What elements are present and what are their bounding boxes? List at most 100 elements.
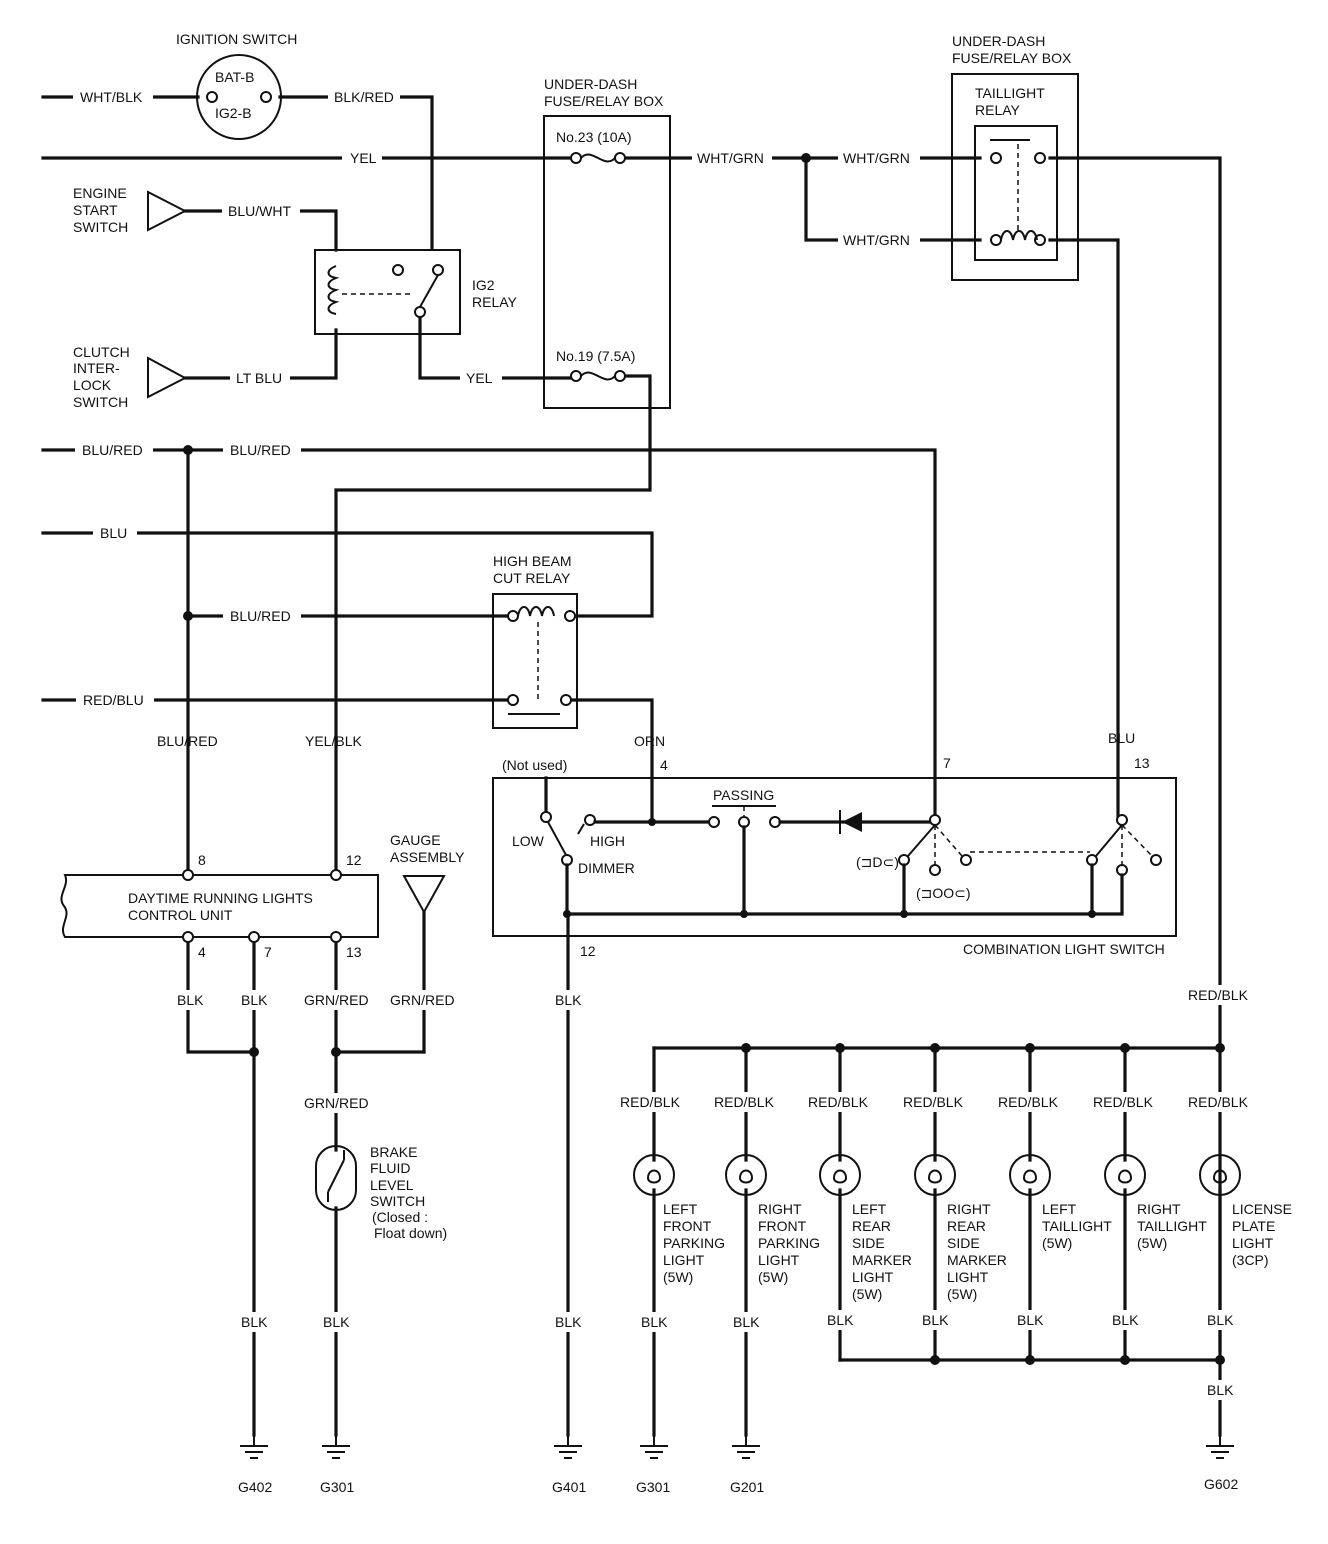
wire-label-blu-red: BLU/RED (230, 608, 291, 624)
wire-label-red-blk: RED/BLK (1093, 1094, 1154, 1110)
light-label: SIDE (947, 1235, 980, 1251)
bulb-icon (633, 1154, 675, 1196)
wire-label-grn-red: GRN/RED (304, 1095, 369, 1111)
wire-label-red-blk: RED/BLK (1188, 1094, 1249, 1110)
light-label: LIGHT (947, 1269, 989, 1285)
brake-switch-label: Float down) (374, 1225, 447, 1241)
light-label: PLATE (1232, 1218, 1275, 1234)
wire-label-wht-grn: WHT/GRN (843, 232, 910, 248)
right-rear-side-marker-light: RIGHT REAR SIDE MARKER LIGHT (5W) (914, 1154, 1007, 1302)
fuse-23-label: No.23 (10A) (556, 129, 631, 145)
ground-g301: G301 (636, 1435, 670, 1495)
wire-label-wht-grn: WHT/GRN (843, 150, 910, 166)
light-label: SIDE (852, 1235, 885, 1251)
wire-label-yel-blk: YEL/BLK (305, 733, 362, 749)
fuse-relay-box-left: UNDER-DASH FUSE/RELAY BOX No.23 (10A) No… (543, 76, 671, 409)
grounds: G402 G301 G401 G301 G201 G602 (238, 1435, 1238, 1495)
wire-label-blu-red: BLU/RED (157, 733, 218, 749)
wire-label-blk: BLK (1017, 1312, 1044, 1328)
wire-label-red-blk: RED/BLK (903, 1094, 964, 1110)
wire-label-blk: BLK (1207, 1312, 1234, 1328)
ground-icon (554, 1435, 582, 1459)
clutch-label: SWITCH (73, 394, 128, 410)
switch-triangle-icon (147, 190, 188, 232)
ground-icon (322, 1435, 350, 1459)
light-label: LIGHT (758, 1252, 800, 1268)
ground-icon (640, 1435, 668, 1459)
ground-icon (240, 1435, 268, 1459)
bulb-icon (914, 1154, 956, 1196)
junctions (183, 153, 1225, 1365)
brake-switch-label: FLUID (370, 1160, 410, 1176)
wire-label-wht-blk: WHT/BLK (80, 89, 143, 105)
wire-label-blk: BLK (177, 992, 204, 1008)
wire-label-blk: BLK (641, 1314, 668, 1330)
light-label: MARKER (852, 1252, 912, 1268)
pin-7-label: 7 (943, 755, 951, 771)
wire-label-wht-grn: WHT/GRN (697, 150, 764, 166)
right-front-parking-light: RIGHT FRONT PARKING LIGHT (5W) (725, 1154, 820, 1285)
high-beam-relay-label: CUT RELAY (493, 570, 571, 586)
light-label: FRONT (663, 1218, 712, 1234)
ignition-bat-label: BAT-B (215, 69, 254, 85)
wire-label-blk: BLK (323, 1314, 350, 1330)
light-label: LEFT (1042, 1201, 1077, 1217)
low-label: LOW (512, 833, 545, 849)
license-plate-light: LICENSE PLATE LIGHT (3CP) (1199, 1154, 1292, 1268)
wire-label-blk: BLK (827, 1312, 854, 1328)
pin-12-label: 12 (580, 943, 596, 959)
left-rear-side-marker-light: LEFT REAR SIDE MARKER LIGHT (5W) (819, 1154, 912, 1302)
not-used-label: (Not used) (502, 757, 567, 773)
drl-unit-name: DAYTIME RUNNING LIGHTS (128, 890, 313, 906)
wire-label-blu: BLU (1108, 730, 1135, 746)
wire-label-yel: YEL (466, 370, 493, 386)
light-label: (5W) (852, 1286, 882, 1302)
fuse-icon (580, 371, 616, 381)
bulb-icon (1104, 1154, 1146, 1196)
wire-label-blk: BLK (241, 1314, 268, 1330)
wire-label-red-blk: RED/BLK (1188, 987, 1249, 1003)
clutch-interlock-switch: CLUTCH INTER- LOCK SWITCH (73, 344, 188, 410)
wire-label-red-blk: RED/BLK (620, 1094, 681, 1110)
gauge-assembly: GAUGE ASSEMBLY (390, 832, 465, 915)
combination-light-switch: COMBINATION LIGHT SWITCH (Not used) 4 7 … (492, 755, 1177, 959)
wire-label-blu-wht: BLU/WHT (228, 203, 291, 219)
fuse-box-title: FUSE/RELAY BOX (952, 50, 1072, 66)
drl-pin-7: 7 (264, 944, 272, 960)
bulb-icon (819, 1154, 861, 1196)
light-label: (5W) (947, 1286, 977, 1302)
relay-coil-icon (517, 606, 555, 617)
light-label: (5W) (1042, 1235, 1072, 1251)
light-label: RIGHT (947, 1201, 991, 1217)
gauge-label: GAUGE (390, 832, 441, 848)
drl-pin-12: 12 (346, 852, 362, 868)
light-label: (5W) (663, 1269, 693, 1285)
wire-label-grn-red: GRN/RED (304, 992, 369, 1008)
drl-pin-8: 8 (198, 852, 206, 868)
ground-g402: G402 (238, 1435, 272, 1495)
brake-switch-label: LEVEL (370, 1177, 414, 1193)
passing-label: PASSING (713, 787, 774, 803)
ground-icon (1206, 1435, 1234, 1459)
dimmer-label: DIMMER (578, 860, 635, 876)
right-taillight: RIGHT TAILLIGHT (5W) (1104, 1154, 1207, 1251)
brake-fluid-switch: BRAKE FLUID LEVEL SWITCH (Closed : Float… (315, 1144, 447, 1241)
wire-label-blu-red: BLU/RED (230, 442, 291, 458)
light-label: LIGHT (1232, 1235, 1274, 1251)
light-label: (5W) (1137, 1235, 1167, 1251)
clutch-label: CLUTCH (73, 344, 130, 360)
light-label: LIGHT (663, 1252, 705, 1268)
high-beam-relay-label: HIGH BEAM (493, 553, 572, 569)
relay-coil-icon (1000, 230, 1038, 241)
ground-label: G301 (636, 1479, 670, 1495)
light-label: (3CP) (1232, 1252, 1269, 1268)
wire-label-blk: BLK (733, 1314, 760, 1330)
light-label: REAR (852, 1218, 891, 1234)
wire-label-blk: BLK (1207, 1382, 1234, 1398)
ground-g602: G602 (1204, 1435, 1238, 1492)
gauge-triangle-icon (402, 875, 446, 915)
brake-switch-label: (Closed : (372, 1209, 428, 1225)
ground-g301: G301 (320, 1435, 354, 1495)
ig2-relay-label: RELAY (472, 294, 518, 310)
fuse-box-title: UNDER-DASH (544, 76, 637, 92)
